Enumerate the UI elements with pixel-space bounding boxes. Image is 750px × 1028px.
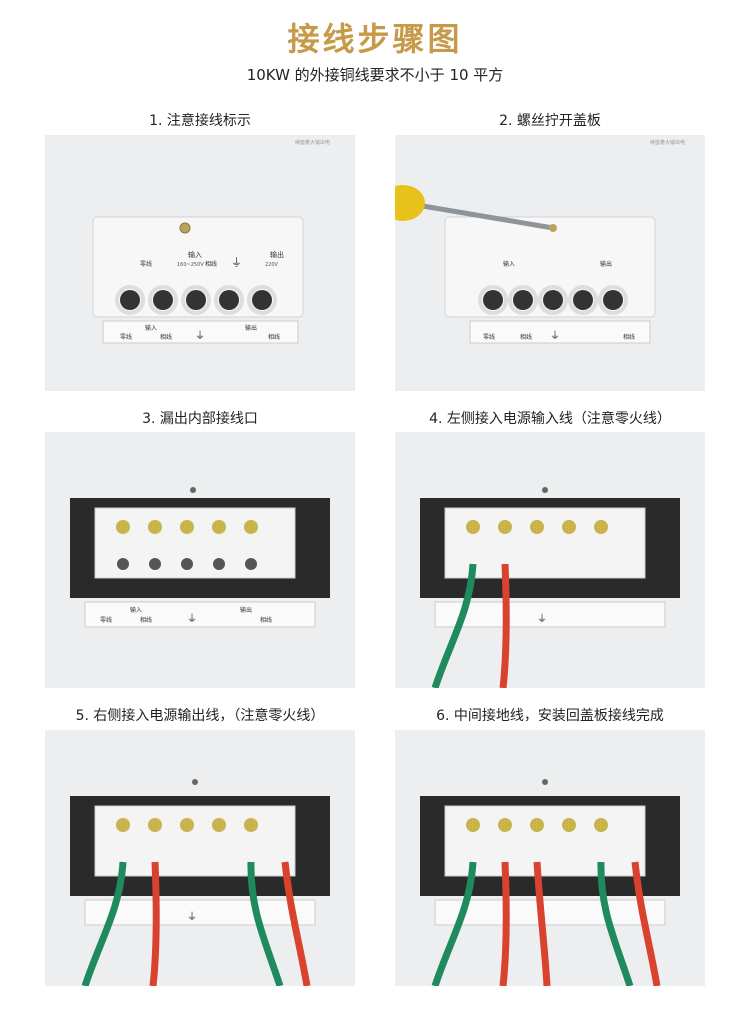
svg-text:输入: 输入	[145, 324, 157, 332]
step-3-label: 3. 漏出内部接线口	[142, 411, 258, 427]
svg-text:相线: 相线	[140, 616, 152, 624]
svg-text:零线: 零线	[100, 616, 112, 624]
step-1-photo: 续座着大输出电 输入 160~250V 零线 相线 ⏚ 输出 220V 输入 零…	[45, 135, 355, 391]
page-subtitle: 10KW 的外接铜线要求不小于 10 平方	[246, 66, 504, 84]
step-6-label: 6. 中间接地线，安装回盖板接线完成	[436, 708, 664, 724]
step-2-label: 2. 螺丝拧开盖板	[499, 113, 601, 129]
step-4-label: 4. 左侧接入电源输入线（注意零火线）	[429, 411, 671, 427]
svg-text:相线: 相线	[160, 333, 172, 341]
svg-text:⏚: ⏚	[550, 330, 560, 342]
output-voltage: 220V	[265, 262, 279, 268]
step-5-label: 5. 右侧接入电源输出线，（注意零火线）	[75, 708, 325, 724]
earth-symbol: ⏚	[231, 256, 242, 269]
svg-text:续座着大输出电: 续座着大输出电	[650, 139, 685, 146]
step-3-photo: 输入 零线 相线 ⏚ 输出 相线	[45, 432, 355, 688]
svg-text:输出: 输出	[245, 324, 257, 332]
top-text: 续座着大输出电	[295, 139, 330, 146]
step-2-photo: 续座着大输出电 输入 输出 零线 相线 ⏚ 相线	[395, 135, 705, 391]
svg-text:零线: 零线	[483, 333, 495, 341]
svg-text:输入: 输入	[130, 606, 142, 614]
svg-text:输出: 输出	[600, 260, 612, 268]
step-6-photo	[395, 730, 705, 986]
svg-text:⏚: ⏚	[195, 330, 205, 342]
svg-text:⏚: ⏚	[187, 911, 197, 923]
svg-text:相线: 相线	[520, 333, 532, 341]
neutral-label: 零线	[140, 260, 152, 268]
step-4-photo: ⏚	[395, 432, 705, 688]
live-label: 相线	[205, 260, 217, 268]
svg-text:零线: 零线	[120, 333, 132, 341]
page-title: 接线步骤图	[287, 20, 463, 58]
input-label: 输入	[188, 250, 202, 259]
svg-text:相线: 相线	[623, 333, 635, 341]
svg-text:输入: 输入	[503, 260, 515, 268]
step-5-photo: ⏚	[45, 730, 355, 986]
svg-text:⏚: ⏚	[187, 613, 197, 625]
output-label: 输出	[270, 250, 284, 259]
svg-text:相线: 相线	[268, 333, 280, 341]
svg-text:⏚: ⏚	[537, 613, 547, 625]
svg-text:相线: 相线	[260, 616, 272, 624]
step-1-label: 1. 注意接线标示	[149, 113, 251, 129]
svg-text:输出: 输出	[240, 606, 252, 614]
input-voltage: 160~250V	[177, 262, 204, 268]
